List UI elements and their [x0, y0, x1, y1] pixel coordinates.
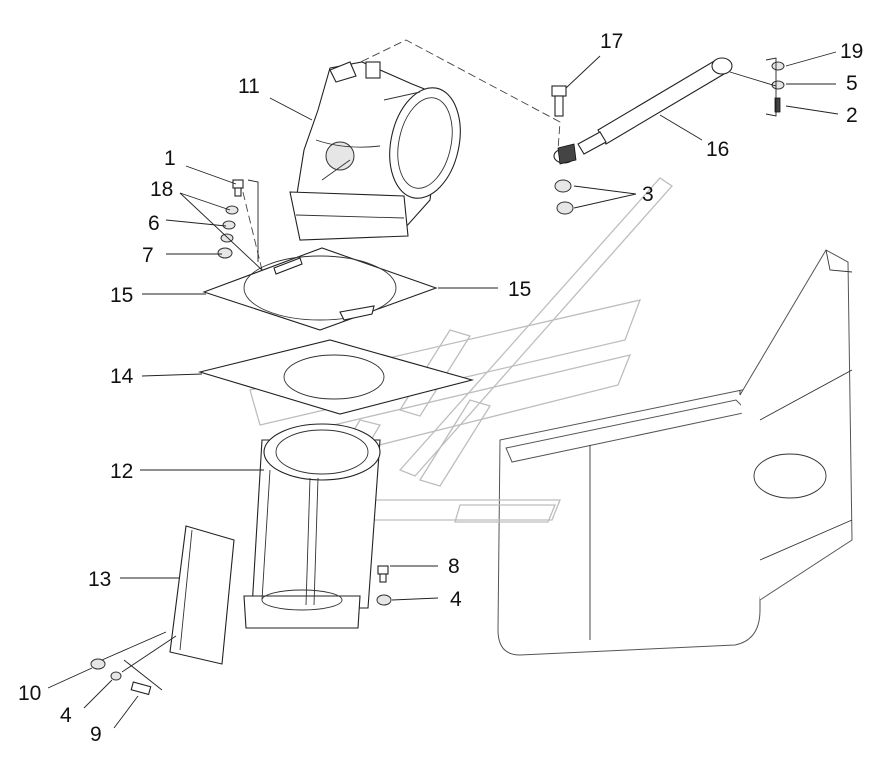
hardware-washer-19: [771, 61, 785, 71]
part-11-spout-elbow: [289, 61, 461, 241]
hardware-nut-4a: [376, 594, 392, 606]
part-16-hydraulic-cylinder: [553, 57, 733, 165]
callout-2: 2: [846, 104, 858, 127]
callout-18: 18: [150, 178, 173, 201]
callout-labels: 1 18 6 7 11 17 19 5 2 16 3 15 15 14 12 1…: [18, 30, 863, 746]
callout-8: 8: [448, 555, 460, 578]
part-15-gasket: [202, 247, 438, 331]
machine-body-background: [497, 249, 853, 656]
hardware-washer-18: [225, 205, 239, 215]
part-14-flange-plate: [197, 339, 475, 415]
hardware-bolt-8: [377, 565, 389, 583]
part-12-tube-section: [243, 423, 381, 629]
callout-19: 19: [840, 40, 863, 63]
callout-9: 9: [90, 723, 102, 746]
part-13-cover-panel: [169, 525, 235, 665]
hardware-nut-3a: [554, 179, 572, 193]
callout-4-right: 4: [450, 588, 462, 611]
callout-17: 17: [600, 30, 623, 53]
callout-6: 6: [148, 212, 160, 235]
callout-3: 3: [642, 183, 654, 206]
callout-12: 12: [110, 460, 133, 483]
leader-lines: [47, 51, 839, 729]
hardware-nut-3b: [556, 201, 574, 215]
callout-14: 14: [110, 365, 134, 388]
hardware-bolt-17: [551, 85, 567, 117]
callout-11: 11: [238, 75, 260, 98]
hardware-pin-2: [774, 97, 781, 113]
hardware-washer-4b: [110, 671, 122, 681]
hardware-nut-10: [90, 658, 106, 670]
callout-5: 5: [846, 72, 858, 95]
hardware-bolt-1: [232, 179, 244, 197]
callout-16: 16: [706, 138, 729, 161]
callout-13: 13: [88, 568, 111, 591]
callout-4-left: 4: [60, 704, 72, 727]
hardware-nut-7: [217, 247, 233, 259]
callout-15-right: 15: [508, 278, 531, 301]
callout-15-left: 15: [110, 284, 133, 307]
hardware-bolt-9: [130, 681, 152, 696]
callout-10: 10: [18, 682, 41, 705]
callout-7: 7: [142, 244, 154, 267]
hardware-washer-6: [222, 220, 236, 230]
callout-1: 1: [164, 147, 176, 170]
